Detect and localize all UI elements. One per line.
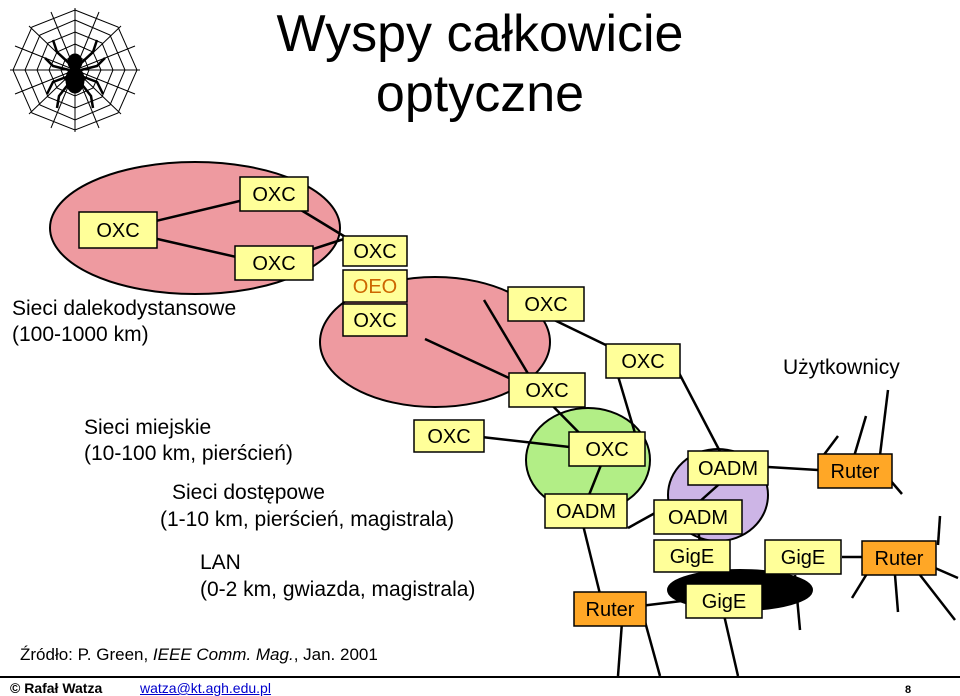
node-label: OXC [353,241,396,263]
node-box [507,286,585,322]
node-box [508,372,586,408]
router-node-18: Ruter [861,540,937,576]
node-box [653,499,743,535]
node-label: OADM [556,501,616,523]
node-label: Ruter [586,599,635,621]
node-box [568,431,646,467]
source-prefix: Źródło: P. Green, [20,645,153,664]
node-box [653,539,731,573]
lan-label: LAN [200,551,241,574]
node-box [861,540,937,576]
oxc-node-1: OXC [239,176,309,212]
oxc-node-9: OXC [413,419,485,453]
node-box [342,303,408,337]
node-box [573,591,647,627]
access-range: (1-10 km, pierścień, magistrala) [160,508,455,531]
oxc-node-3: OXC [342,235,408,267]
node-label: OEO [353,276,397,298]
spider-web-icon [10,8,140,132]
node-label: OXC [585,439,628,461]
node-label: OXC [621,351,664,373]
metro-label: Sieci miejskie [84,416,212,439]
source-suffix: , Jan. 2001 [293,645,378,664]
node-box [342,235,408,267]
metro-range: (10-100 km, pierścień) [84,442,293,465]
router-node-17: Ruter [817,453,893,489]
node-label: OXC [252,184,295,206]
oxc-node-6: OXC [507,286,585,322]
oxc-node-8: OXC [508,372,586,408]
node-box [234,245,314,281]
node-label: Ruter [875,548,924,570]
gige-node-15: GigE [764,539,842,575]
node-label: GigE [702,591,746,613]
node-label: OXC [96,220,139,242]
node-box [817,453,893,489]
long-haul-range: (100-1000 km) [12,323,149,346]
node-box [764,539,842,575]
node-box [239,176,309,212]
footer-email[interactable]: watza@kt.agh.edu.pl [140,680,271,696]
router-node-19: Ruter [573,591,647,627]
title-line-2: optyczne [375,65,585,123]
page-number: 8 [905,684,912,696]
node-label: OXC [524,294,567,316]
access-label: Sieci dostępowe [172,481,325,504]
node-label: OADM [698,458,758,480]
oxc-node-0: OXC [78,211,158,249]
title-line-1: Wyspy całkowicie [276,5,684,63]
oadm-node-12: OADM [687,450,769,486]
node-box [685,583,763,619]
node-box [342,269,408,303]
footer-author: © Rafał Watza [10,680,103,696]
oadm-node-11: OADM [544,493,628,529]
node-label: OXC [427,426,470,448]
node-box [78,211,158,249]
node-box [687,450,769,486]
oxc-node-7: OXC [605,343,681,379]
node-label: Ruter [831,461,880,483]
node-box [605,343,681,379]
oxc-node-10: OXC [568,431,646,467]
oxc-node-2: OXC [234,245,314,281]
node-label: OXC [353,310,396,332]
oadm-node-13: OADM [653,499,743,535]
email-link[interactable]: watza@kt.agh.edu.pl [140,680,271,696]
node-label: OADM [668,507,728,529]
oxc-node-5: OXC [342,303,408,337]
oeo-node-4: OEO [342,269,408,303]
node-label: OXC [252,253,295,275]
footer-divider [0,676,960,678]
node-label: OXC [525,380,568,402]
lan-range: (0-2 km, gwiazda, magistrala) [200,578,476,601]
users-label: Użytkownicy [783,356,900,379]
long-haul-label: Sieci dalekodystansowe [12,297,237,320]
source-journal: IEEE Comm. Mag. [152,645,294,664]
gige-node-14: GigE [653,539,731,573]
node-box [413,419,485,453]
node-label: GigE [670,546,714,568]
slide-title: Wyspy całkowicie optyczne [200,4,760,124]
source-citation: Źródło: P. Green, IEEE Comm. Mag., Jan. … [20,645,378,665]
node-label: GigE [781,547,825,569]
node-box [544,493,628,529]
gige-node-16: GigE [685,583,763,619]
